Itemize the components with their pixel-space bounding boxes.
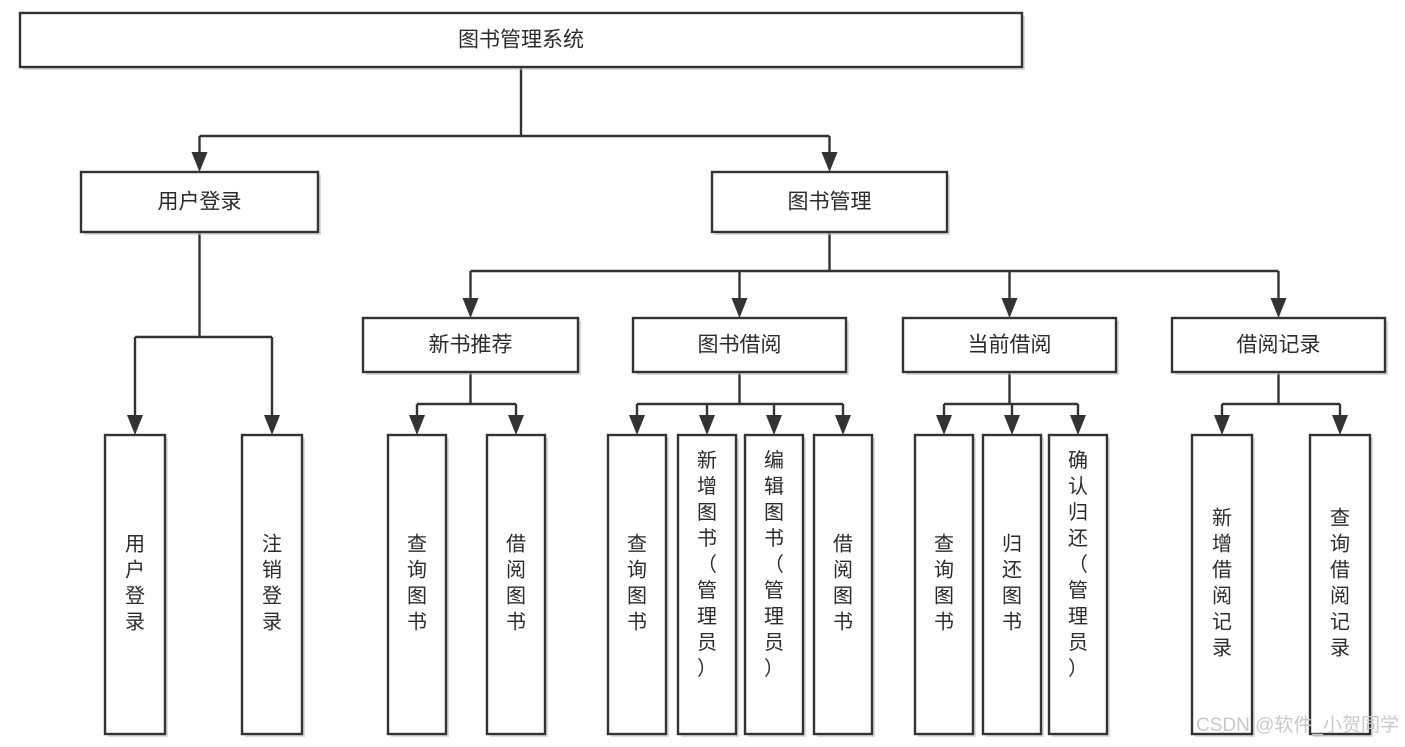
node-leaf-edit-book[interactable]: 编辑图书（管理员） (743, 433, 806, 737)
node-box (386, 433, 448, 736)
node-box (1308, 433, 1372, 736)
node-box (812, 433, 874, 736)
node-leaf-user-login[interactable]: 用户登录 (103, 433, 168, 737)
arrowhead-icon (766, 415, 782, 435)
arrowhead-icon (835, 415, 851, 435)
node-label: 用户登录 (158, 191, 242, 214)
arrowhead-icon (936, 415, 952, 435)
node-current-borrow[interactable]: 当前借阅 (901, 316, 1119, 375)
node-label: 新书推荐 (429, 334, 513, 357)
node-label: 归还图书 (1002, 533, 1022, 634)
node-box (631, 316, 848, 374)
node-book-manage[interactable]: 图书管理 (710, 170, 950, 235)
node-leaf-borrow-book-2[interactable]: 借阅图书 (812, 433, 875, 737)
node-book-borrow[interactable]: 图书借阅 (631, 316, 849, 375)
arrowhead-icon (821, 152, 838, 172)
node-box (485, 433, 547, 736)
node-box (1170, 316, 1387, 374)
node-box (710, 170, 949, 234)
node-layer: 图书管理系统用户登录图书管理新书推荐图书借阅当前借阅借阅记录用户登录注销登录查询… (18, 11, 1388, 737)
node-label: 编辑图书（管理员） (764, 449, 784, 680)
node-label: 图书借阅 (698, 334, 782, 357)
node-box (1190, 433, 1254, 736)
node-leaf-return-book[interactable]: 归还图书 (981, 433, 1044, 737)
csdn-watermark: CSDN @软件_小贺同学 (1196, 714, 1399, 736)
node-label: 查询图书 (934, 533, 954, 634)
node-box (676, 433, 738, 736)
arrowhead-icon (1214, 415, 1230, 435)
node-label: 借阅图书 (833, 533, 853, 634)
arrowhead-icon (1070, 415, 1086, 435)
arrowhead-icon (1332, 415, 1348, 435)
node-label: 借阅图书 (506, 533, 526, 634)
node-leaf-add-record[interactable]: 新增借阅记录 (1190, 433, 1255, 737)
node-box (913, 433, 975, 736)
node-root[interactable]: 图书管理系统 (18, 11, 1025, 70)
node-label: 用户登录 (125, 534, 145, 634)
node-box (1047, 433, 1109, 736)
arrowhead-icon (127, 415, 143, 435)
node-new-book-rec[interactable]: 新书推荐 (361, 316, 581, 375)
node-leaf-confirm-return[interactable]: 确认归还（管理员） (1047, 433, 1110, 737)
node-leaf-borrow-book-1[interactable]: 借阅图书 (485, 433, 548, 737)
arrowhead-icon (731, 298, 748, 318)
node-box (981, 433, 1043, 736)
arrowhead-icon (1270, 298, 1287, 318)
connector-layer (127, 67, 1348, 435)
node-box (18, 11, 1024, 69)
arrowhead-icon (462, 298, 479, 318)
node-leaf-user-logout[interactable]: 注销登录 (240, 433, 305, 737)
node-user-login[interactable]: 用户登录 (79, 170, 321, 235)
arrowhead-icon (264, 415, 280, 435)
node-box (606, 433, 668, 736)
node-box (743, 433, 805, 736)
node-leaf-add-book[interactable]: 新增图书（管理员） (676, 433, 739, 737)
node-label: 确认归还（管理员） (1068, 449, 1088, 680)
node-box (361, 316, 580, 374)
arrowhead-icon (1004, 415, 1020, 435)
node-box (240, 433, 304, 736)
node-label: 图书管理 (788, 191, 872, 214)
node-label: 查询借阅记录 (1330, 507, 1350, 660)
node-borrow-record[interactable]: 借阅记录 (1170, 316, 1388, 375)
arrowhead-icon (629, 415, 645, 435)
arrowhead-icon (699, 415, 715, 435)
node-box (901, 316, 1118, 374)
node-box (103, 433, 167, 736)
arrowhead-icon (409, 415, 425, 435)
node-label: 查询图书 (407, 533, 427, 634)
arrowhead-icon (508, 415, 524, 435)
node-leaf-query-book-3[interactable]: 查询图书 (913, 433, 976, 737)
node-leaf-query-book-2[interactable]: 查询图书 (606, 433, 669, 737)
node-label: 新增图书（管理员） (697, 449, 717, 680)
node-label: 查询图书 (627, 533, 647, 634)
node-box (79, 170, 320, 234)
node-label: 借阅记录 (1237, 334, 1321, 357)
node-leaf-query-book-1[interactable]: 查询图书 (386, 433, 449, 737)
node-label: 图书管理系统 (458, 29, 584, 52)
arrowhead-icon (1001, 298, 1018, 318)
node-label: 当前借阅 (968, 334, 1052, 357)
node-leaf-query-record[interactable]: 查询借阅记录 (1308, 433, 1373, 737)
node-label: 新增借阅记录 (1212, 507, 1232, 660)
node-label: 注销登录 (262, 533, 282, 634)
arrowhead-icon (191, 152, 208, 172)
